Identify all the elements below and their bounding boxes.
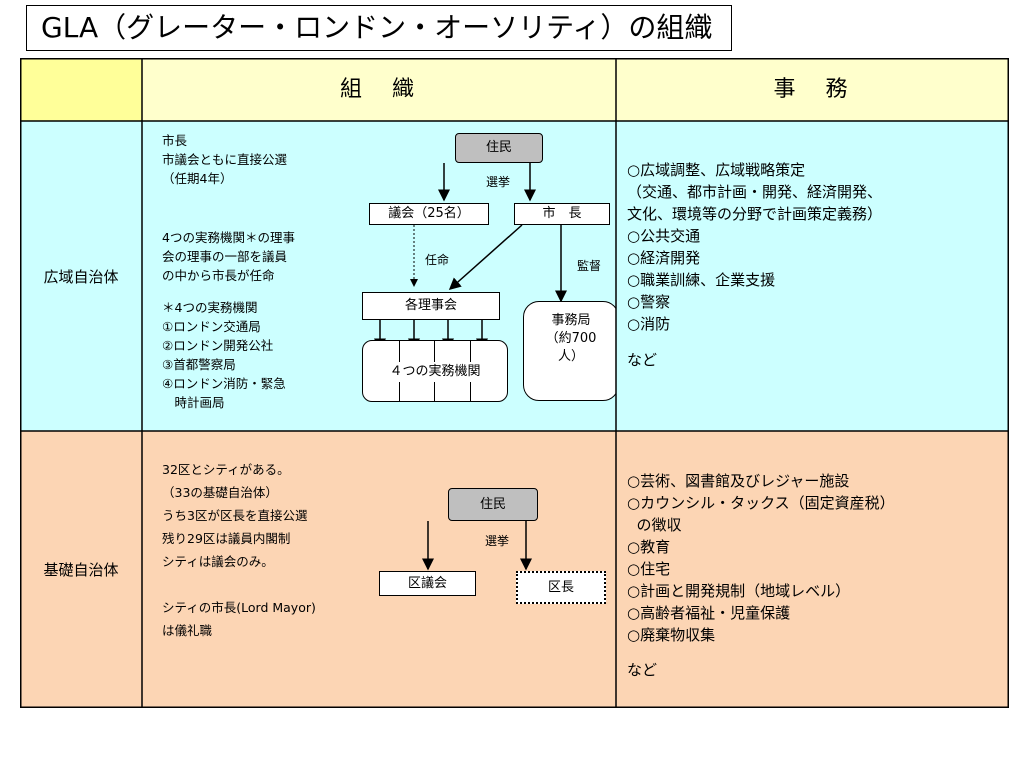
basic-label: 基礎自治体 (43, 561, 119, 579)
gla-label: 広域自治体 (43, 267, 119, 286)
basic-row-label: 基礎自治体 (20, 431, 142, 708)
basic-residents-box: 住民 (448, 488, 538, 521)
gla-row-label: 広域自治体 (20, 121, 142, 431)
basic-duties-list: ○芸術、図書館及びレジャー施設 ○カウンシル・タックス（固定資産税） の徴収 ○… (627, 472, 895, 644)
basic-diagram-arrows (422, 521, 532, 571)
gla-duties-cell: ○広域調整、広域戦略策定 （交通、都市計画・開発、経済開発、 文化、環境等の分野… (616, 121, 1009, 431)
table-borders (20, 58, 1009, 708)
page-title: GLA（グレーター・ロンドン・オーソリティ）の組織 (26, 5, 732, 51)
gla-boards-box: 各理事会 (362, 292, 500, 320)
gla-assembly-box: 議会（25名） (369, 203, 489, 225)
header-corner-cell (20, 58, 142, 121)
header-organization: 組 織 (142, 58, 616, 121)
gla-appoint-label: 任命 (425, 253, 450, 267)
ward-council-box: 区議会 (379, 571, 476, 596)
ward-mayor-box: 区長 (516, 571, 606, 604)
gla-residents-box: 住民 (455, 133, 543, 163)
basic-duties-cell: ○芸術、図書館及びレジャー施設 ○カウンシル・タックス（固定資産税） の徴収 ○… (616, 431, 1009, 708)
gla-election-label: 選挙 (486, 175, 511, 189)
gla-organization-cell: 市長 市議会ともに直接公選 （任期4年） 4つの実務機関＊の理事 会の理事の一部… (142, 121, 619, 431)
gla-agencies-text: ＊4つの実務機関 ①ロンドン交通局 ②ロンドン開発公社 ③首都警察局 ④ロンドン… (162, 300, 286, 410)
gla-agencies-label: ４つの実務機関 (373, 362, 497, 382)
organization-table: 組 織 事 務 広域自治体 市長 市議会ともに直接公選 （任期4年） 4つの実務… (20, 58, 1009, 708)
gla-duties-list: ○広域調整、広域戦略策定 （交通、都市計画・開発、経済開発、 文化、環境等の分野… (627, 161, 883, 333)
basic-org-text: 32区とシティがある。 （33の基礎自治体） うち3区が区長を直接公選 残り29… (162, 462, 316, 638)
header-duties: 事 務 (616, 58, 1009, 121)
gla-agencies-group: ４つの実務機関 (362, 340, 508, 402)
basic-organization-cell: 32区とシティがある。 （33の基礎自治体） うち3区が区長を直接公選 残り29… (142, 431, 616, 708)
gla-supervise-label: 監督 (577, 259, 602, 273)
gla-board-text: 4つの実務機関＊の理事 会の理事の一部を議員 の中から市長が任命 (162, 230, 295, 283)
basic-election-label: 選挙 (485, 534, 510, 548)
basic-duties-etc: など (627, 661, 658, 679)
gla-secretariat-box: 事務局 （約700 人） (523, 301, 619, 401)
gla-mayor-text: 市長 市議会ともに直接公選 （任期4年） (162, 133, 288, 186)
gla-duties-etc: など (627, 351, 658, 369)
gla-mayor-box: 市 長 (514, 203, 610, 225)
